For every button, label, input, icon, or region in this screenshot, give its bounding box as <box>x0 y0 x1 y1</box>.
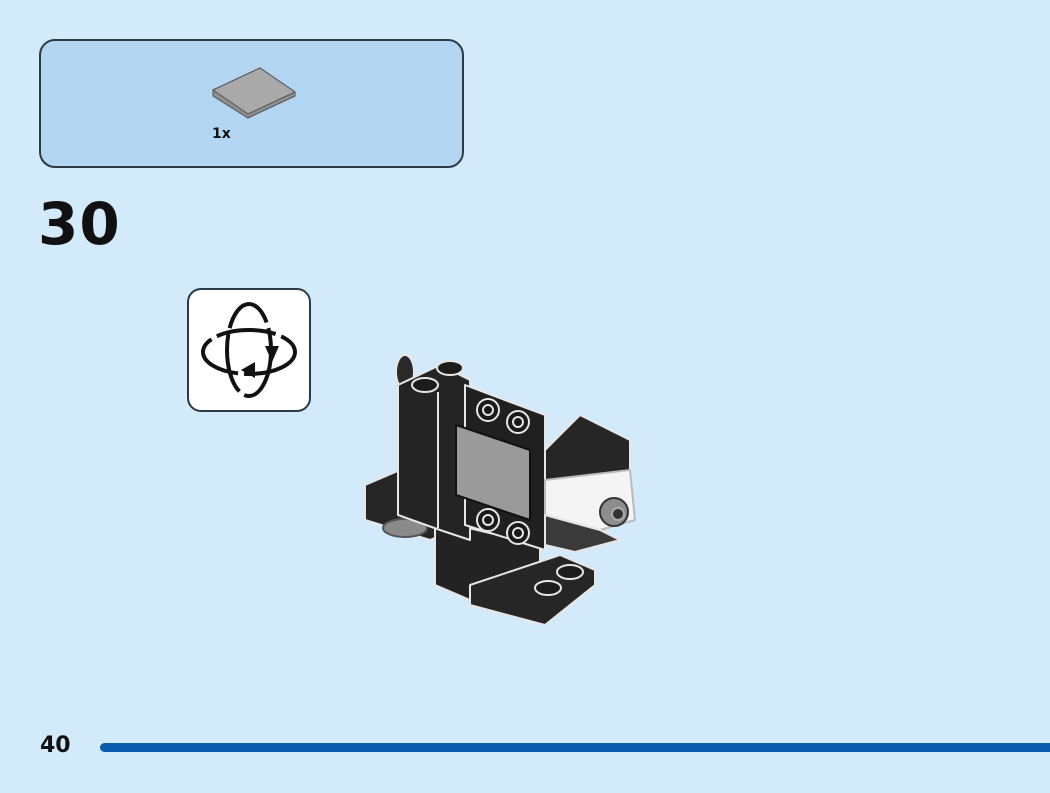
page-number: 40 <box>40 733 71 758</box>
rotate-indicator <box>187 288 311 412</box>
part-quantity: 1x <box>212 126 231 142</box>
rotate-model-icon <box>201 302 297 398</box>
step-number: 30 <box>38 190 121 258</box>
footer-bar <box>100 743 1050 752</box>
